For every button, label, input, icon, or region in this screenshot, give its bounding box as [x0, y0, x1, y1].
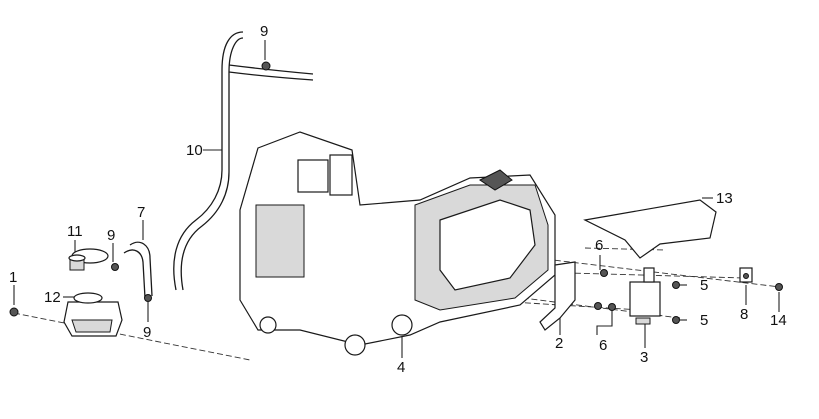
callout-2: 2	[555, 335, 564, 352]
callout-8: 8	[740, 306, 749, 323]
engine-part-4	[239, 131, 556, 356]
callout-3: 3	[640, 349, 649, 366]
callout-leaders	[13, 40, 780, 358]
callout-10: 10	[186, 142, 203, 159]
cap-part-11	[68, 248, 109, 271]
callout-9-left: 9	[107, 227, 116, 244]
callout-9-bottom: 9	[143, 324, 152, 341]
callout-9-top: 9	[260, 23, 269, 40]
callout-5-upper: 5	[700, 277, 709, 294]
callout-5-lower: 5	[700, 312, 709, 329]
callout-6-lower: 6	[599, 337, 608, 354]
callout-6-upper: 6	[595, 237, 604, 254]
callout-1: 1	[9, 269, 18, 286]
fasteners	[9, 61, 783, 324]
callout-12: 12	[44, 289, 61, 306]
callout-14: 14	[770, 312, 787, 329]
hose-part-10	[173, 31, 314, 291]
callout-13: 13	[716, 190, 733, 207]
module-part-3	[629, 267, 661, 325]
clip-part-8	[739, 267, 753, 283]
callout-4: 4	[397, 359, 406, 376]
callout-7: 7	[137, 204, 146, 221]
bracket-part-2	[539, 261, 576, 331]
reservoir-tank-part-12	[63, 292, 123, 337]
cover-part-13	[583, 199, 717, 259]
hose-part-7	[123, 241, 153, 299]
callout-11: 11	[67, 223, 83, 240]
